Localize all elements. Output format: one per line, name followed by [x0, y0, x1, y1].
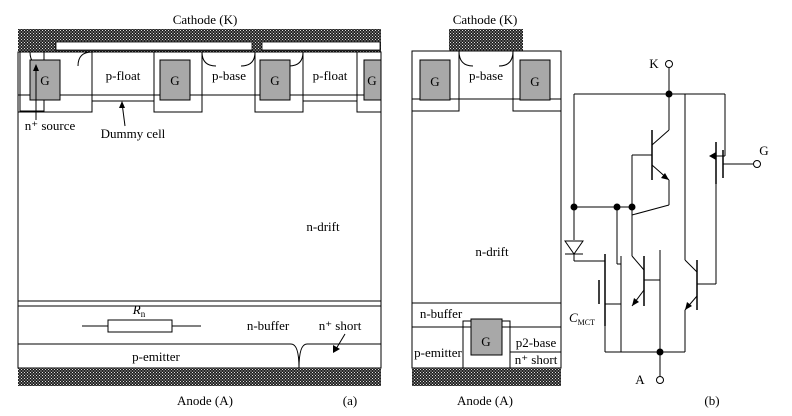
g-terminal-label: G [759, 143, 768, 158]
resistor-label: Rn [132, 302, 146, 319]
n-drift-label: n-drift [475, 244, 509, 259]
p2-base-label: p2-base [516, 335, 557, 350]
bjt-arrow [685, 302, 692, 310]
gate-label: G [40, 73, 49, 88]
trench-outline [17, 51, 93, 113]
gate-electrode [159, 59, 191, 101]
n-source-arc [498, 50, 514, 67]
n-buffer-label: n-buffer [247, 318, 290, 333]
gate-label: G [367, 73, 376, 88]
trench-outline [153, 51, 203, 113]
n-short-label: n⁺ short [319, 318, 362, 333]
p-float-label: p-float [106, 68, 141, 83]
panel-a-caption: (a) [343, 393, 357, 408]
gate-electrode [470, 318, 503, 356]
panel-a-anode-label: Anode (A) [177, 393, 233, 408]
gate-electrode [519, 59, 551, 101]
p-emitter-label: p-emitter [132, 349, 180, 364]
n-source-arc [201, 51, 217, 67]
panel-b-anode-label: Anode (A) [457, 393, 513, 408]
n-source-arc [77, 51, 93, 67]
trench-outline [512, 50, 562, 112]
wire [631, 204, 670, 216]
resistor-rn [107, 319, 173, 333]
gate-electrode [259, 59, 291, 101]
anode-metal [412, 368, 561, 386]
arrowhead [33, 64, 39, 71]
c-mct-label: CMCT [569, 310, 595, 327]
p-base-label: p-base [212, 68, 246, 83]
panel-a-cathode-label: Cathode (K) [173, 12, 238, 27]
n-source-arc [458, 50, 474, 67]
n-short-curve [298, 343, 308, 369]
mosfet-arrow [709, 152, 716, 160]
dummy-cell-label: Dummy cell [101, 126, 166, 141]
gate-label: G [170, 73, 179, 88]
n-source-arc [240, 51, 256, 67]
trench-outline [411, 50, 460, 112]
p-emitter-label: p-emitter [414, 345, 462, 360]
arrowhead [119, 101, 125, 108]
n-short-pointer [335, 333, 346, 350]
bjt-collector [684, 259, 698, 273]
arrowhead [333, 345, 340, 353]
n-short-curve [290, 343, 300, 369]
k-terminal-label: K [649, 56, 659, 71]
n-buffer-label: n-buffer [420, 306, 463, 321]
a-terminal [656, 376, 664, 384]
trench-outline [254, 51, 304, 113]
panel-b-cathode-label: Cathode (K) [453, 12, 518, 27]
n-short-label: n⁺ short [515, 352, 558, 367]
bjt-arrow [661, 173, 669, 180]
diode [564, 240, 584, 255]
bjt-collector [631, 255, 645, 271]
gate-label: G [530, 74, 539, 89]
a-terminal-label: A [635, 372, 645, 387]
bjt-collector [651, 129, 670, 146]
bjt-arrow [632, 298, 639, 306]
gate-label: G [481, 334, 490, 349]
n-source-arc [288, 51, 304, 67]
p-base-label: p-base [469, 68, 503, 83]
oxide-window [55, 41, 253, 51]
gate-label: G [270, 73, 279, 88]
oxide-window [261, 41, 381, 51]
p-float-label: p-float [313, 68, 348, 83]
n-source-label: n⁺ source [25, 118, 76, 133]
gate-electrode [363, 59, 382, 101]
panel-a: Cathode (K) G G [17, 12, 382, 408]
cathode-metal [449, 29, 523, 51]
gate-electrode [419, 59, 451, 101]
panel-b-caption: (b) [704, 393, 719, 408]
g-terminal [753, 160, 761, 168]
gate-label: G [430, 74, 439, 89]
panel-b-circuit: K CMCT [564, 56, 769, 408]
k-terminal [665, 60, 673, 68]
panel-b-device: Cathode (K) G G p-base n-drift n-buffer … [411, 12, 562, 408]
anode-metal [18, 368, 381, 386]
n-drift-label: n-drift [306, 219, 340, 234]
